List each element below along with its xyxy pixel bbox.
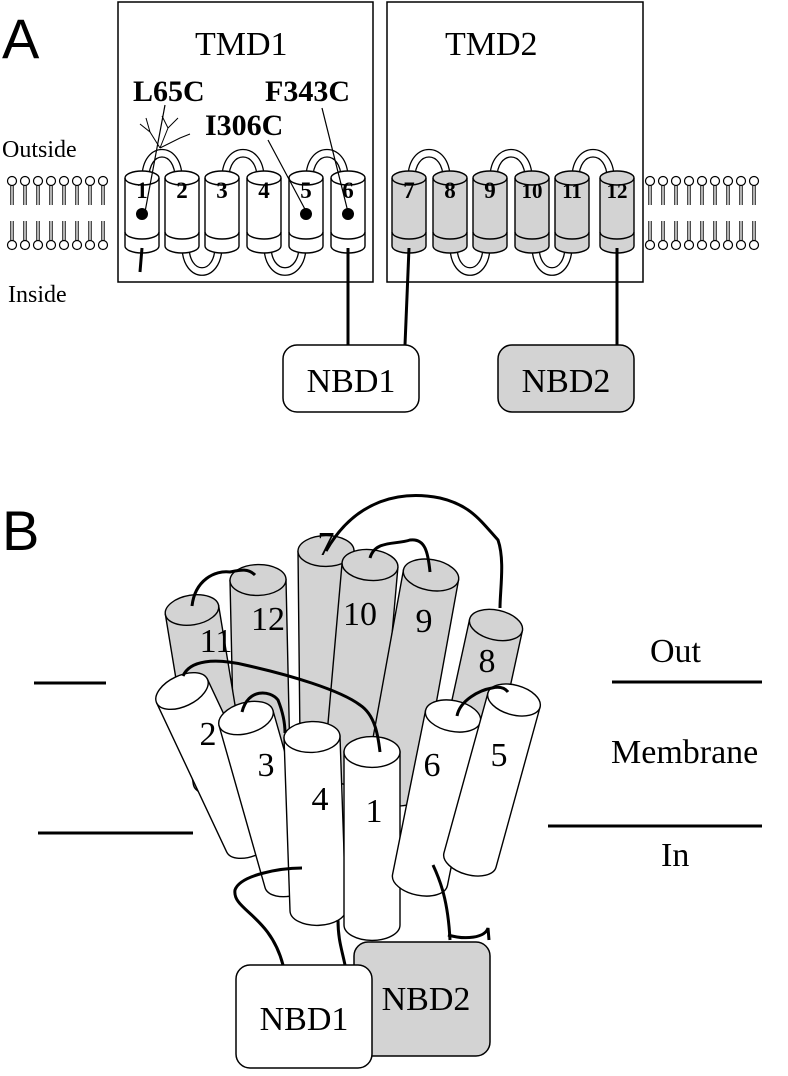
- mutation-dot: [342, 208, 354, 220]
- nbd2-label-a: NBD2: [522, 363, 611, 400]
- cylinder-5: 5: [442, 683, 542, 877]
- helix-2: 2: [164, 170, 200, 254]
- helix-number-4: 4: [258, 178, 270, 203]
- in-label: In: [661, 837, 689, 874]
- helix-number-2: 2: [176, 178, 188, 203]
- helix-number-8: 8: [444, 178, 456, 203]
- nbd1-label-a: NBD1: [307, 363, 396, 400]
- tmd2-label: TMD2: [445, 26, 538, 63]
- helix-12: 12: [599, 170, 635, 254]
- nbd1-label-b: NBD1: [260, 1001, 349, 1038]
- mutation-dot: [136, 208, 148, 220]
- tmd2-box: [386, 1, 644, 283]
- helix-number-3: 3: [216, 178, 228, 203]
- helix-1: 1: [124, 170, 160, 254]
- helix-3: 3: [204, 170, 240, 254]
- helix-7: 7: [391, 170, 427, 254]
- helix-number-9: 9: [484, 178, 496, 203]
- nbd2-label-b: NBD2: [382, 981, 471, 1018]
- cylinder-number-9: 9: [416, 603, 433, 640]
- cylinder-number-12: 12: [251, 601, 285, 638]
- mutation-label-l65c: L65C: [133, 75, 205, 108]
- helix-9: 9: [472, 170, 508, 254]
- cylinder-number-5: 5: [491, 737, 508, 774]
- cylinder-number-10: 10: [343, 596, 377, 633]
- cylinder-number-6: 6: [424, 747, 441, 784]
- panel-b-letter: B: [2, 499, 39, 562]
- nbd1-box-b: [235, 964, 373, 1069]
- cylinder-number-7: 7: [318, 526, 335, 563]
- cylinder-number-1: 1: [366, 793, 383, 830]
- mutation-label-f343c: F343C: [265, 75, 350, 108]
- intracellular-loops: [181, 245, 573, 276]
- mutation-pointers: [144, 104, 349, 214]
- cylinder-number-4: 4: [312, 781, 329, 818]
- lipid-bilayer-right: [644, 175, 760, 251]
- nbd2-box-a: [497, 344, 635, 413]
- helix-10: 10: [514, 170, 550, 254]
- helix-number-10: 10: [522, 179, 543, 203]
- cylinder-6: 6: [391, 699, 482, 897]
- mutation-label-i306c: I306C: [205, 109, 283, 142]
- membrane-lines: [34, 680, 762, 835]
- helix-number-6: 6: [342, 178, 354, 203]
- nbd1-box-a: [282, 344, 420, 413]
- cylinder-number-8: 8: [479, 643, 496, 680]
- cylinder-4: 4: [283, 720, 347, 927]
- lipid-bilayer-left: [6, 175, 109, 251]
- nbd-linkers-a: [138, 247, 619, 346]
- cylinder-number-2: 2: [200, 716, 217, 753]
- outside-label: Outside: [2, 137, 77, 163]
- panel-a-letter: A: [2, 7, 40, 70]
- loops-3d: [181, 494, 510, 966]
- out-label: Out: [650, 633, 702, 670]
- mutation-dot: [300, 208, 312, 220]
- helix-number-12: 12: [607, 179, 628, 203]
- helix-number-1: 1: [136, 178, 148, 203]
- cylinder-number-11: 11: [200, 623, 233, 660]
- cylinder-1: 1: [343, 735, 401, 942]
- helix-number-11: 11: [562, 179, 582, 203]
- tmd1-label: TMD1: [195, 26, 288, 63]
- tmd1-box: [117, 1, 374, 283]
- helix-number-7: 7: [403, 178, 415, 203]
- cylinder-number-3: 3: [258, 747, 275, 784]
- helix-11: 11: [554, 170, 590, 254]
- helix-number-5: 5: [300, 178, 312, 203]
- extracellular-loops: [141, 149, 615, 179]
- helix-4: 4: [246, 170, 282, 254]
- glycosylation-icon: [139, 115, 191, 149]
- helix-8: 8: [432, 170, 468, 254]
- inside-label: Inside: [8, 282, 67, 308]
- membrane-label: Membrane: [611, 734, 758, 771]
